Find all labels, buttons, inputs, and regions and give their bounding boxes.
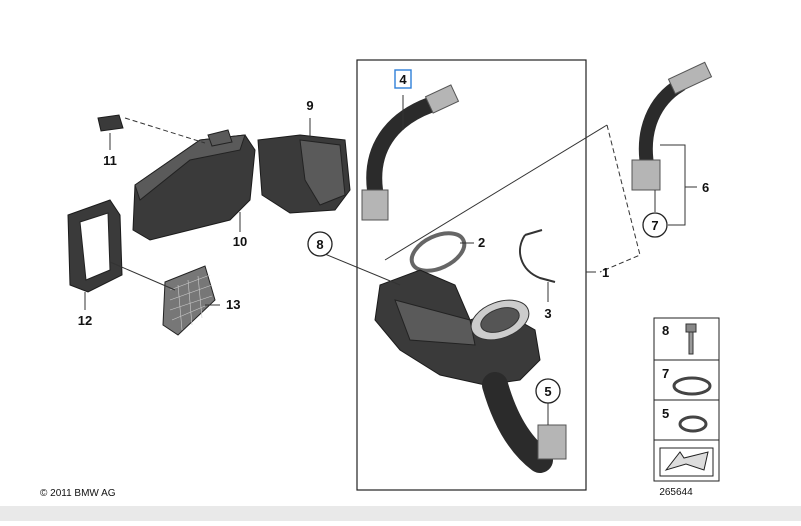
label-3: 3 [544,306,551,321]
legend-panel: 8 7 5 [653,317,720,482]
part-11-pad[interactable] [97,114,124,132]
callout-8-circle [307,231,333,257]
part-12-frame[interactable] [67,199,123,293]
leader-lines [84,95,697,425]
label-11: 11 [103,153,117,168]
label-13: 13 [226,297,240,312]
part-10-air-duct[interactable] [132,129,256,241]
legend-8-label: 8 [662,323,669,338]
part-3-wire-clip[interactable] [519,229,556,283]
bottom-bar [0,506,801,521]
label-9: 9 [306,98,313,113]
label-6: 6 [702,180,709,195]
part-13-mesh-screen[interactable] [162,265,216,336]
callout-7-circle [642,212,668,238]
part-1-intake-housing[interactable] [374,269,567,473]
label-12: 12 [78,313,92,328]
assembly-frame [356,59,587,491]
o-ring-small-icon [678,415,708,433]
part-9-intake-scoop[interactable] [257,134,351,214]
label-4[interactable]: 4 [399,72,407,87]
copyright-text: © 2011 BMW AG [40,488,116,499]
label-10: 10 [233,234,247,249]
legend-7-label: 7 [662,366,669,381]
label-1: 1 [602,265,609,280]
label-5: 5 [544,384,551,399]
diagram-id: 265644 [659,487,693,498]
arrow-icon [659,447,714,477]
callout-5-circle [535,378,561,404]
part-2-clamp[interactable] [406,226,470,279]
legend-5-label: 5 [662,406,669,421]
label-7: 7 [651,218,658,233]
o-ring-large-icon [672,376,712,396]
label-4-highlight [394,69,412,89]
label-8: 8 [316,237,323,252]
bolt-icon [685,323,697,355]
label-2: 2 [478,235,485,250]
part-6-hose[interactable] [631,61,713,191]
part-4-hose[interactable] [361,84,460,221]
